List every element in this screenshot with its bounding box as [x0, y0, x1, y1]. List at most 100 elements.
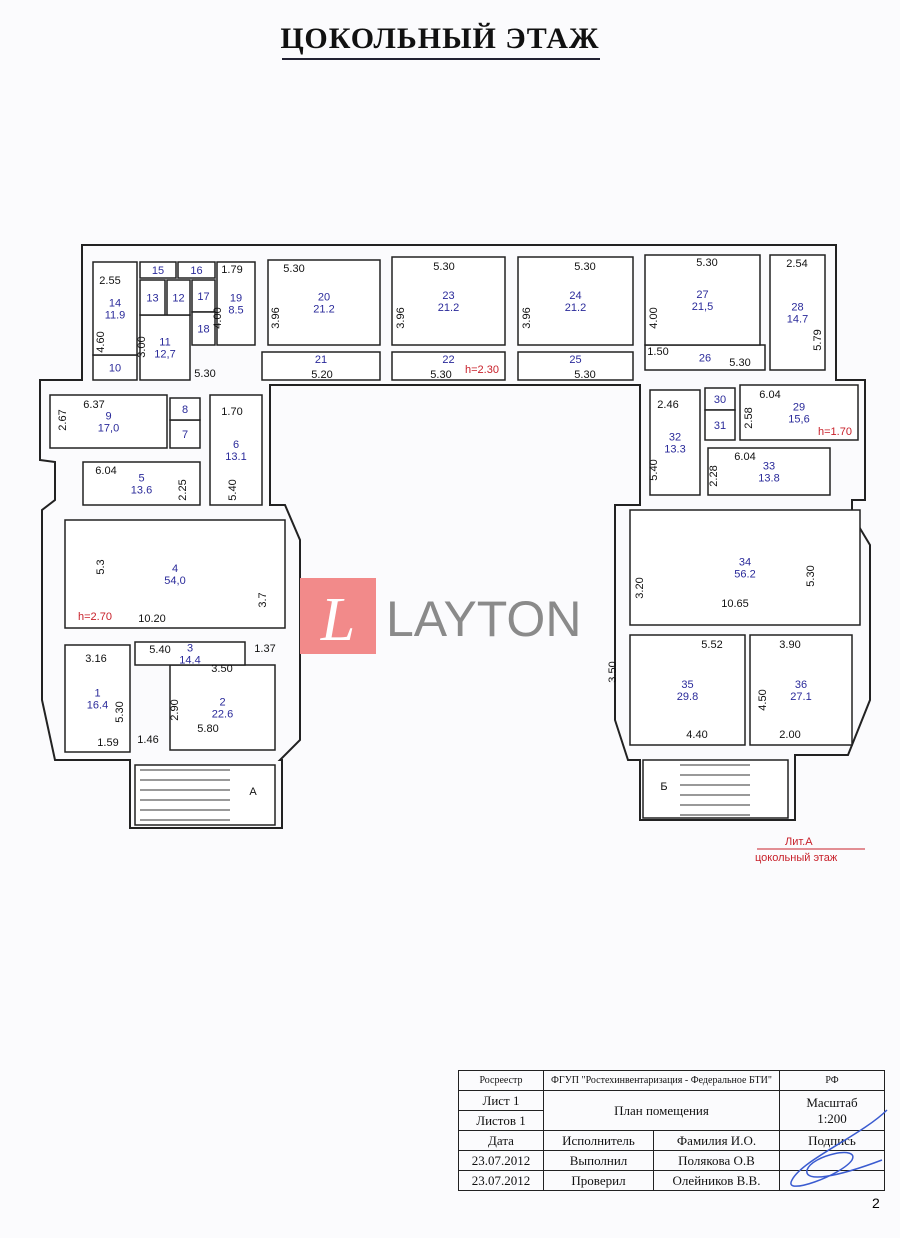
plan-title: ЦОКОЛЬНЫЙ ЭТАЖ — [280, 22, 600, 55]
room-36 — [749, 634, 853, 746]
date-cell: 23.07.2012 — [458, 1170, 544, 1191]
room-number: 22 — [442, 354, 454, 366]
room-5 — [82, 461, 201, 506]
room-area: 21.2 — [565, 302, 586, 314]
room-16 — [177, 261, 216, 279]
room-number: 20 — [318, 292, 330, 304]
title-block: Росреестр ФГУП "Ростехинвентаризация - Ф… — [458, 1070, 885, 1191]
room-31 — [704, 409, 736, 441]
dimension-label: 5.3 — [95, 559, 107, 574]
room-number: 32 — [669, 432, 681, 444]
room-number: 3 — [187, 643, 193, 655]
dimension-label: 5.30 — [696, 257, 717, 269]
room-19 — [216, 261, 256, 346]
room-number: 11 — [159, 337, 170, 349]
watermark-text: LAYTON — [386, 591, 581, 647]
room-area: 11.9 — [105, 310, 126, 322]
room-area: 29.8 — [677, 691, 698, 703]
room-number: 12 — [172, 293, 184, 305]
room-number: 19 — [230, 293, 242, 305]
dimension-label: 6.37 — [83, 399, 104, 411]
sheets: Листов 1 — [458, 1110, 544, 1131]
room-number: 1 — [94, 688, 100, 700]
room-25 — [517, 351, 634, 381]
room-number: 27 — [696, 289, 708, 301]
room-number: 6 — [233, 439, 239, 451]
room-11 — [139, 314, 191, 381]
dimension-label: 2.58 — [743, 407, 755, 428]
room-20 — [267, 259, 381, 346]
dimension-label: 5.40 — [648, 459, 660, 480]
room-number: 30 — [714, 394, 726, 406]
room-23 — [391, 256, 506, 346]
room-area: 13.1 — [225, 451, 246, 463]
dimension-label: 2.25 — [177, 479, 189, 500]
room-number: 17 — [197, 291, 209, 303]
room-24 — [517, 256, 634, 346]
room-number: 21 — [315, 354, 327, 366]
name-cell: Полякова О.В — [653, 1150, 780, 1171]
dimension-label: 1.37 — [254, 643, 275, 655]
room-number: 29 — [793, 402, 805, 414]
dimension-label: 2.46 — [657, 399, 678, 411]
dimension-label: 3.90 — [779, 639, 800, 651]
room-number: 7 — [182, 429, 188, 441]
header-exec: Исполнитель — [543, 1130, 654, 1151]
dimension-label: 6.04 — [95, 465, 116, 477]
dimension-label: 2.28 — [708, 465, 720, 486]
dimension-label: 3.00 — [136, 336, 148, 357]
dimension-label: 10.20 — [138, 613, 166, 625]
dimension-label: 6.04 — [734, 451, 755, 463]
dimension-label: 1.59 — [97, 737, 118, 749]
room-29 — [739, 384, 859, 441]
dimension-label: 5.30 — [805, 565, 817, 586]
room-area: 21.2 — [313, 304, 334, 316]
room-area: 27.1 — [790, 691, 811, 703]
room-area: 16.4 — [87, 700, 108, 712]
room-7 — [169, 419, 201, 449]
dimension-label: 5.30 — [433, 261, 454, 273]
sign-cell — [779, 1170, 885, 1191]
room-number: 15 — [152, 265, 164, 277]
dimension-label: 6.04 — [759, 389, 780, 401]
room-9 — [49, 394, 168, 449]
room-area: 21,5 — [692, 301, 713, 313]
room-6 — [209, 394, 263, 506]
room-number: 5 — [138, 473, 144, 485]
room-area: 21.2 — [438, 302, 459, 314]
room-number: 31 — [714, 420, 726, 432]
stairs-b: Б — [642, 759, 789, 819]
dimension-label: 2.55 — [99, 275, 120, 287]
room-number: 36 — [795, 679, 807, 691]
room-12 — [166, 279, 191, 316]
room-15 — [139, 261, 177, 279]
dimension-label: 3.7 — [257, 592, 269, 607]
room-22 — [391, 351, 506, 381]
room-35 — [629, 634, 746, 746]
dimension-label: 5.79 — [812, 329, 824, 350]
dimension-label: 5.40 — [149, 644, 170, 656]
room-number: 2 — [219, 697, 225, 709]
dimension-label: 5.30 — [574, 369, 595, 381]
room-area: 13.6 — [131, 485, 152, 497]
dimension-label: 5.80 — [197, 723, 218, 735]
sheet: Лист 1 — [458, 1090, 544, 1111]
room-32 — [649, 389, 701, 496]
lit-sublabel: цокольный этаж — [755, 852, 838, 864]
room-13 — [139, 279, 166, 316]
room-number: 9 — [105, 411, 111, 423]
dimension-label: 3.96 — [521, 307, 533, 328]
height-label: h=1.70 — [818, 426, 852, 438]
dimension-label: 5.40 — [227, 479, 239, 500]
room-area: 14.7 — [787, 314, 808, 326]
dimension-label: 4.40 — [686, 729, 707, 741]
lit-label: Лит.А — [785, 836, 813, 848]
dimension-label: 2.54 — [786, 258, 807, 270]
stairs-a: А — [134, 764, 276, 826]
dimension-label: 1.46 — [137, 734, 158, 746]
room-26 — [644, 344, 766, 371]
dimension-label: 1.79 — [221, 264, 242, 276]
stair-label: А — [249, 786, 257, 798]
dimension-label: 4.00 — [648, 307, 660, 328]
dimension-label: 5.52 — [701, 639, 722, 651]
